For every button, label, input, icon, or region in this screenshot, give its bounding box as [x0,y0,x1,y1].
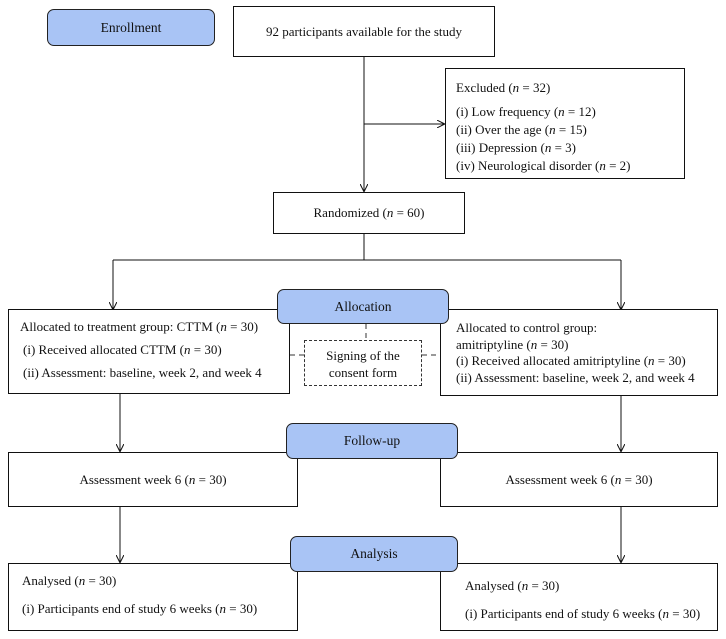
excluded-title: Excluded (n = 32) [456,80,551,95]
randomized-text: Randomized (n = 60) [313,205,425,220]
consent-form-line2: consent form [328,365,398,380]
control-received: (i) Received allocated amitriptyline (n … [456,353,686,368]
analysis-right-item: (i) Participants end of study 6 weeks (n… [465,606,701,621]
randomized-box: Randomized (n = 60) [273,192,465,234]
stage-allocation: Allocation [277,289,449,324]
control-group-title-line2: amitriptyline (n = 30) [456,336,569,352]
excluded-item-low-frequency: (i) Low frequency (n = 12) [456,104,596,119]
followup-left-text: Assessment week 6 (n = 30) [79,471,227,487]
excluded-item-over-age: (ii) Over the age (n = 15) [456,122,587,137]
stage-enrollment-label: Enrollment [100,19,162,35]
followup-right-box: Assessment week 6 (n = 30) [440,452,718,507]
treatment-group-title: Allocated to treatment group: CTTM (n = … [20,319,259,334]
treatment-group-box: Allocated to treatment group: CTTM (n = … [8,309,290,394]
participants-available-box: 92 participants available for the study [233,6,495,57]
stage-allocation-label: Allocation [334,298,392,314]
excluded-item-neurological: (iv) Neurological disorder (n = 2) [456,158,631,173]
followup-left-box: Assessment week 6 (n = 30) [8,452,298,507]
stage-followup: Follow-up [286,423,458,459]
control-group-title-line1: Allocated to control group: [456,320,598,335]
analysis-left-title: Analysed (n = 30) [22,573,117,588]
treatment-received: (i) Received allocated CTTM (n = 30) [23,342,222,357]
stage-analysis-label: Analysis [350,546,398,561]
analysis-right-box: Analysed (n = 30) (i) Participants end o… [440,563,718,631]
stage-enrollment: Enrollment [47,9,215,46]
analysis-left-box: Analysed (n = 30) (i) Participants end o… [8,563,298,631]
followup-right-text: Assessment week 6 (n = 30) [505,471,653,487]
analysis-right-title: Analysed (n = 30) [465,578,560,593]
stage-analysis: Analysis [290,536,458,572]
consent-form-box: Signing of the consent form [304,340,422,386]
control-assessment: (ii) Assessment: baseline, week 2, and w… [456,369,695,385]
stage-followup-label: Follow-up [343,433,401,448]
participants-available-text: 92 participants available for the study [265,23,463,39]
treatment-assessment: (ii) Assessment: baseline, week 2, and w… [23,365,262,380]
consent-form-line1: Signing of the [326,348,400,363]
excluded-item-depression: (iii) Depression (n = 3) [456,140,576,155]
analysis-left-item: (i) Participants end of study 6 weeks (n… [22,601,258,616]
excluded-box: Excluded (n = 32) (i) Low frequency (n =… [445,68,685,179]
control-group-box: Allocated to control group: amitriptylin… [440,309,718,396]
